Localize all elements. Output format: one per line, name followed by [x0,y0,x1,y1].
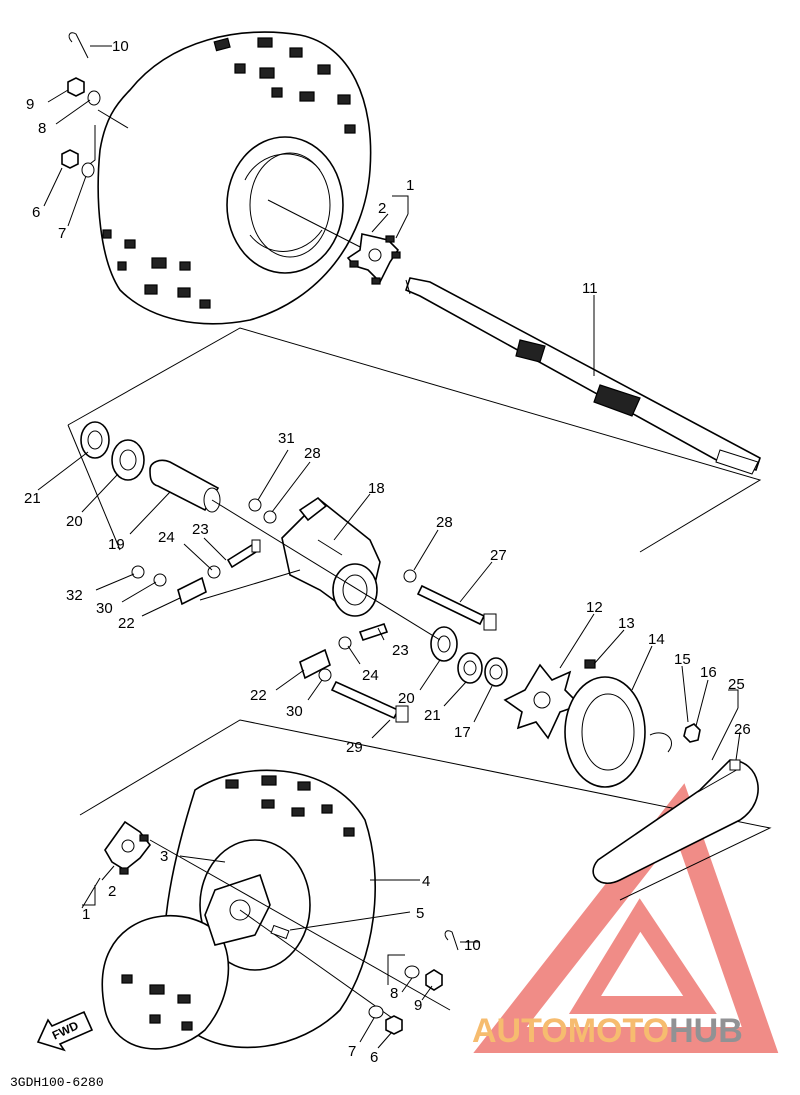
callout-31: 31 [278,430,295,447]
lower-nuts-washers [270,924,459,1035]
svg-text:AUTOMOTOHUB: AUTOMOTOHUB [472,1012,743,1050]
callout-11: 11 [582,280,598,297]
callout-labels: 10 9 8 6 7 1 2 11 31 28 18 21 20 23 19 2… [24,38,751,1066]
callout-22-lower: 22 [250,687,267,704]
callout-10-bottom: 10 [464,937,481,954]
callout-2-bottom: 2 [108,883,116,900]
callout-21-upper: 21 [24,490,41,507]
callout-28-lower: 28 [436,514,453,531]
callout-17: 17 [454,724,471,741]
callout-24-upper: 24 [158,529,175,546]
callout-8-bottom: 8 [390,985,398,1002]
callout-6-top: 6 [32,204,40,221]
callout-14: 14 [648,631,665,648]
callout-20-upper: 20 [66,513,83,530]
fwd-arrow: FWD [36,1010,94,1052]
lower-tire [101,769,376,1050]
callout-30-lower: 30 [286,703,303,720]
callout-26: 26 [734,721,751,738]
callout-12: 12 [586,599,603,616]
watermark-moto: MOTO [568,1012,669,1050]
callout-6-bottom: 6 [370,1049,378,1066]
guide-frames [67,327,772,901]
callout-19: 19 [108,536,125,553]
callout-9-bottom: 9 [414,997,422,1014]
callout-21-lower: 21 [424,707,441,724]
upper-hub [346,233,401,285]
callout-16: 16 [700,664,717,681]
callout-23-upper: 23 [192,521,209,538]
callout-22-upper: 22 [118,615,135,632]
callout-4: 4 [422,873,430,890]
callout-20-lower: 20 [398,690,415,707]
callout-23-lower: 23 [392,642,409,659]
callout-5: 5 [416,905,424,922]
sprocket-assembly [503,659,759,884]
callout-1-bottom: 1 [82,906,90,923]
callout-1-top: 1 [406,177,414,194]
rear-axle [405,277,761,475]
diagram-code: 3GDH100-6280 [10,1075,104,1090]
callout-29: 29 [346,739,363,756]
callout-15: 15 [674,651,691,668]
callout-7-top: 7 [58,225,66,242]
callout-28-upper: 28 [304,445,321,462]
callout-8-top: 8 [38,120,46,137]
lower-hub [104,820,152,875]
callout-24-lower: 24 [362,667,379,684]
callout-10-top: 10 [112,38,129,55]
bearing-housing-assembly [80,421,508,723]
callout-7-bottom: 7 [348,1043,356,1060]
callout-9-top: 9 [26,96,34,113]
watermark-auto: AUTO [472,1012,568,1050]
callout-2-top: 2 [378,200,386,217]
callout-32: 32 [66,587,83,604]
upper-nuts-washers [61,32,101,178]
lower-axle-line [149,839,451,1011]
leader-lines [37,45,741,1049]
upper-axle-line [267,199,371,253]
upper-tire [97,31,372,325]
callout-3: 3 [160,848,168,865]
watermark-logo: AUTOMOTOHUB [472,783,779,1053]
callout-30-upper: 30 [96,600,113,617]
callout-27: 27 [490,547,507,564]
callout-18: 18 [368,480,385,497]
callout-25: 25 [728,676,745,693]
watermark-hub: HUB [669,1012,743,1050]
callout-13: 13 [618,615,635,632]
